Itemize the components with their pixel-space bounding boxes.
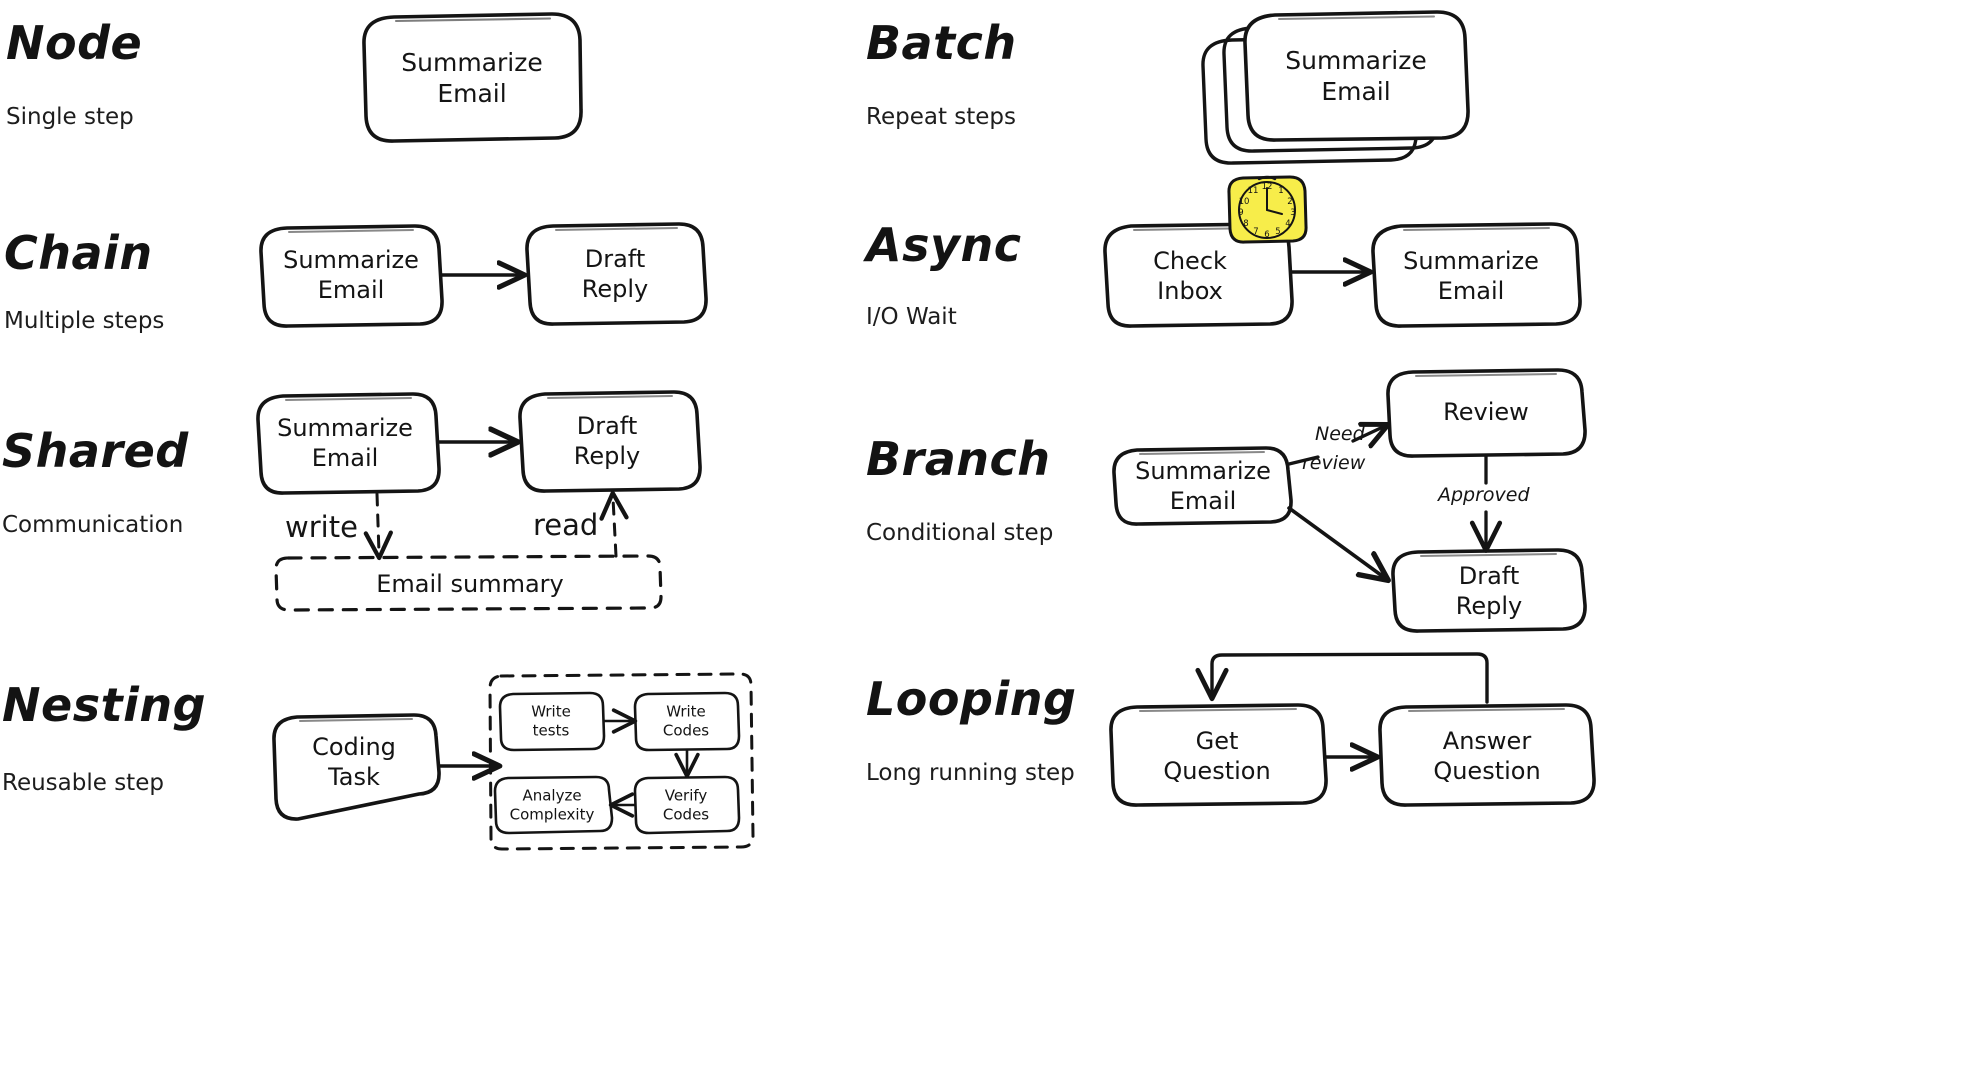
looping-shape-get-question bbox=[1109, 703, 1328, 807]
clock-face-numerals: 12 1 2 3 4 5 6 7 8 9 10 11 bbox=[1229, 172, 1307, 248]
svg-text:3: 3 bbox=[1290, 208, 1295, 218]
section-subtitle-batch: Repeat steps bbox=[866, 104, 1017, 130]
branch-shape-draft-reply bbox=[1391, 548, 1587, 633]
svg-text:11: 11 bbox=[1248, 186, 1259, 196]
batch-shape-stack-front bbox=[1243, 10, 1470, 142]
nesting-shape-subgraph-container bbox=[488, 672, 755, 851]
node-shape-summarize-email bbox=[362, 12, 583, 143]
shared-edge-label-read: read bbox=[533, 508, 599, 542]
branch-shape-review bbox=[1386, 368, 1587, 458]
svg-text:8: 8 bbox=[1243, 219, 1248, 229]
svg-text:1: 1 bbox=[1278, 186, 1283, 196]
branch-edge-label-approved: Approved bbox=[1438, 484, 1530, 506]
branch-edge-summarize-to-draft bbox=[1287, 506, 1385, 578]
clock-icon bbox=[1227, 175, 1308, 244]
section-title-async: Async bbox=[866, 218, 1022, 272]
section-title-looping: Looping bbox=[866, 672, 1077, 726]
async-shape-summarize-email bbox=[1371, 222, 1582, 328]
branch-shape-summarize-email bbox=[1112, 446, 1293, 526]
svg-text:4: 4 bbox=[1285, 219, 1290, 229]
shared-edge-write bbox=[363, 492, 393, 561]
shared-shape-email-summary-store bbox=[274, 554, 663, 612]
nesting-shape-verify-codes bbox=[633, 775, 741, 835]
svg-text:7: 7 bbox=[1253, 227, 1258, 237]
shared-edge-read bbox=[599, 490, 629, 558]
section-title-node: Node bbox=[6, 16, 143, 70]
nesting-shape-coding-task bbox=[272, 713, 441, 821]
section-title-nesting: Nesting bbox=[2, 678, 207, 732]
branch-edge-label-need: Need bbox=[1315, 423, 1365, 445]
branch-edge-need-review bbox=[1287, 426, 1385, 466]
svg-text:5: 5 bbox=[1275, 227, 1280, 237]
shared-edge-label-write: write bbox=[285, 510, 358, 544]
section-subtitle-looping: Long running step bbox=[866, 760, 1075, 786]
looping-edge-answer-back-to-get bbox=[1195, 652, 1489, 704]
section-title-branch: Branch bbox=[866, 432, 1051, 486]
nesting-shape-analyze-complexity bbox=[493, 775, 614, 835]
section-subtitle-branch: Conditional step bbox=[866, 520, 1054, 546]
chain-shape-draft-reply bbox=[525, 222, 708, 326]
section-subtitle-async: I/O Wait bbox=[866, 304, 957, 330]
nesting-shape-write-tests bbox=[498, 691, 606, 752]
shared-shape-draft-reply bbox=[518, 390, 702, 493]
svg-text:9: 9 bbox=[1238, 208, 1243, 218]
branch-edge-label-review: review bbox=[1302, 452, 1366, 474]
section-subtitle-nesting: Reusable step bbox=[2, 770, 164, 796]
nesting-shape-write-codes bbox=[633, 691, 741, 752]
section-title-chain: Chain bbox=[4, 226, 153, 280]
section-title-shared: Shared bbox=[2, 424, 189, 478]
shared-shape-summarize-email bbox=[256, 392, 441, 495]
svg-text:6: 6 bbox=[1264, 230, 1269, 240]
section-subtitle-chain: Multiple steps bbox=[4, 308, 165, 334]
section-subtitle-shared: Communication bbox=[2, 512, 184, 538]
svg-text:2: 2 bbox=[1287, 197, 1292, 207]
chain-shape-summarize-email bbox=[259, 224, 444, 328]
section-subtitle-node: Single step bbox=[6, 104, 134, 130]
section-title-batch: Batch bbox=[866, 16, 1017, 70]
svg-text:12: 12 bbox=[1262, 182, 1273, 192]
svg-text:10: 10 bbox=[1239, 197, 1250, 207]
looping-shape-answer-question bbox=[1378, 703, 1596, 807]
